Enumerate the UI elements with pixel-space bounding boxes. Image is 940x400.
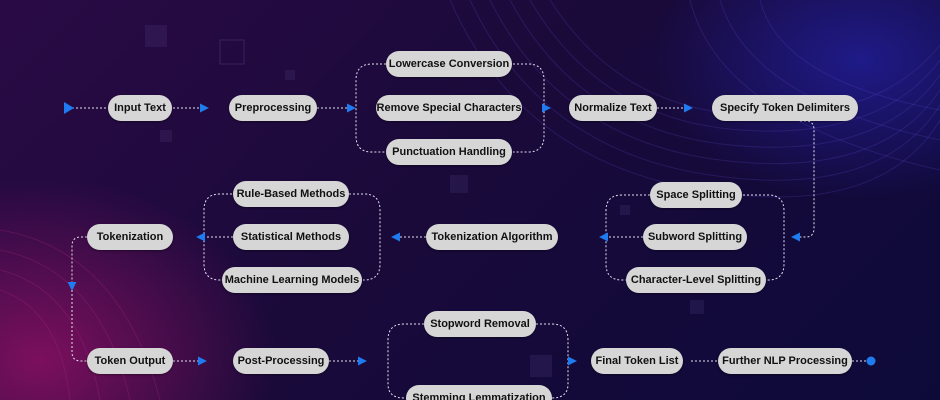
node-specify-token-delimiters: Specify Token Delimiters — [712, 95, 858, 121]
connector-delimiters-splitting — [791, 120, 815, 242]
node-post-processing: Post-Processing — [233, 348, 329, 374]
node-statistical-methods: Statistical Methods — [233, 224, 349, 250]
connector-tokenization-output — [67, 236, 87, 291]
node-character-level-splitting: Character-Level Splitting — [626, 267, 766, 293]
node-lowercase-conversion: Lowercase Conversion — [386, 51, 512, 77]
node-preprocessing: Preprocessing — [229, 95, 317, 121]
end-dot-icon — [866, 356, 876, 366]
postprocessing-group-bracket — [387, 323, 569, 399]
node-input-text: Input Text — [108, 95, 172, 121]
node-tokenization-algorithm: Tokenization Algorithm — [426, 224, 558, 250]
node-stemming-lemmatization: Stemming Lemmatization — [406, 385, 552, 400]
node-further-nlp-processing: Further NLP Processing — [718, 348, 852, 374]
node-normalize-text: Normalize Text — [569, 95, 657, 121]
node-stopword-removal: Stopword Removal — [424, 311, 536, 337]
node-final-token-list: Final Token List — [591, 348, 683, 374]
connector-tokenization-output-lower — [71, 290, 87, 362]
node-space-splitting: Space Splitting — [650, 182, 742, 208]
node-rule-based-methods: Rule-Based Methods — [233, 181, 349, 207]
start-arrow-icon — [64, 102, 74, 114]
node-machine-learning-models: Machine Learning Models — [222, 267, 362, 293]
node-remove-special-characters: Remove Special Characters — [376, 95, 522, 121]
node-subword-splitting: Subword Splitting — [643, 224, 747, 250]
node-punctuation-handling: Punctuation Handling — [386, 139, 512, 165]
node-tokenization: Tokenization — [87, 224, 173, 250]
node-token-output: Token Output — [87, 348, 173, 374]
